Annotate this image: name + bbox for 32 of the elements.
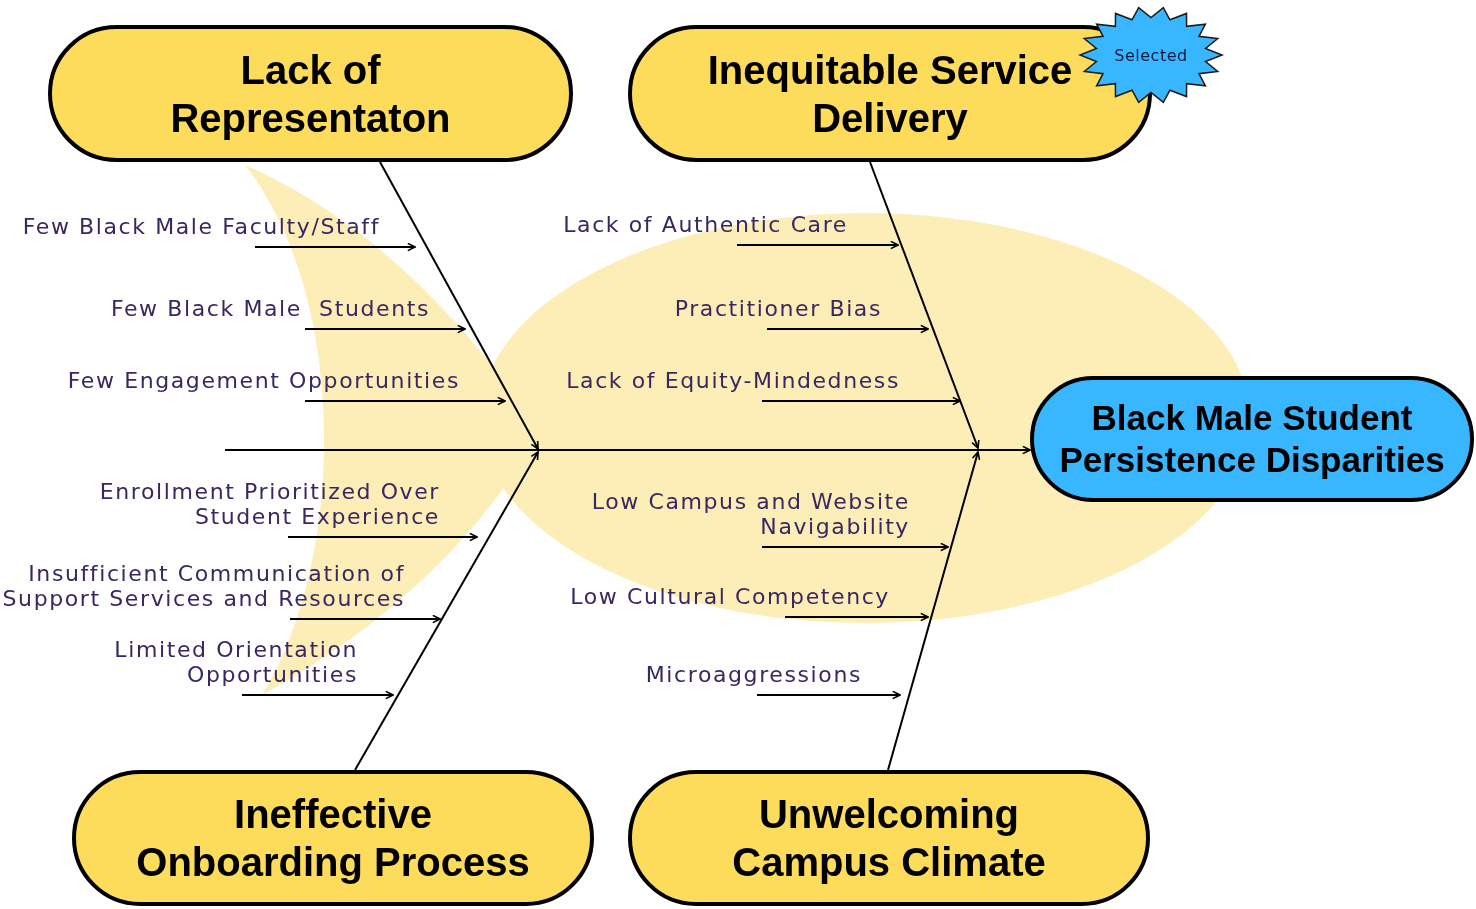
- arrow: [241, 690, 394, 700]
- arrow: [354, 451, 539, 771]
- cause-label: Limited Orientation Opportunities: [113, 637, 358, 687]
- effect-head-pill: Black Male Student Persistence Disparities: [1030, 376, 1474, 502]
- category-pill: Unwelcoming Campus Climate: [628, 770, 1150, 906]
- cause-label: Few Engagement Opportunities: [67, 368, 460, 393]
- category-pill: Lack of Representaton: [48, 25, 573, 162]
- cause-label: Lack of Authentic Care: [563, 212, 848, 237]
- cause-label: Lack of Equity-Mindedness: [566, 368, 900, 393]
- cause-label: Microaggressions: [645, 662, 862, 687]
- arrow: [224, 445, 1031, 455]
- cause-label: Few Black Male Faculty/Staff: [22, 214, 380, 239]
- arrow: [287, 532, 478, 542]
- arrow: [766, 324, 929, 334]
- arrow: [887, 451, 981, 771]
- cause-label: Low Cultural Competency: [570, 584, 890, 609]
- cause-label: Low Campus and Website Navigability: [590, 489, 910, 539]
- arrow: [784, 612, 929, 622]
- arrow: [756, 690, 901, 700]
- arrow: [254, 242, 416, 252]
- arrow: [304, 324, 466, 334]
- arrow: [304, 396, 506, 406]
- cause-label: Enrollment Prioritized Over Student Experience: [98, 479, 440, 529]
- cause-label: Practitioner Bias: [674, 296, 882, 321]
- arrow: [869, 161, 980, 449]
- cause-label: Insufficient Communication of Support Services and Resources: [1, 561, 405, 611]
- arrow: [761, 396, 961, 406]
- arrow: [736, 240, 899, 250]
- category-pill: Ineffective Onboarding Process: [72, 770, 594, 906]
- arrow: [379, 161, 539, 450]
- arrow: [761, 542, 949, 552]
- cause-label: Few Black Male Students: [110, 296, 430, 321]
